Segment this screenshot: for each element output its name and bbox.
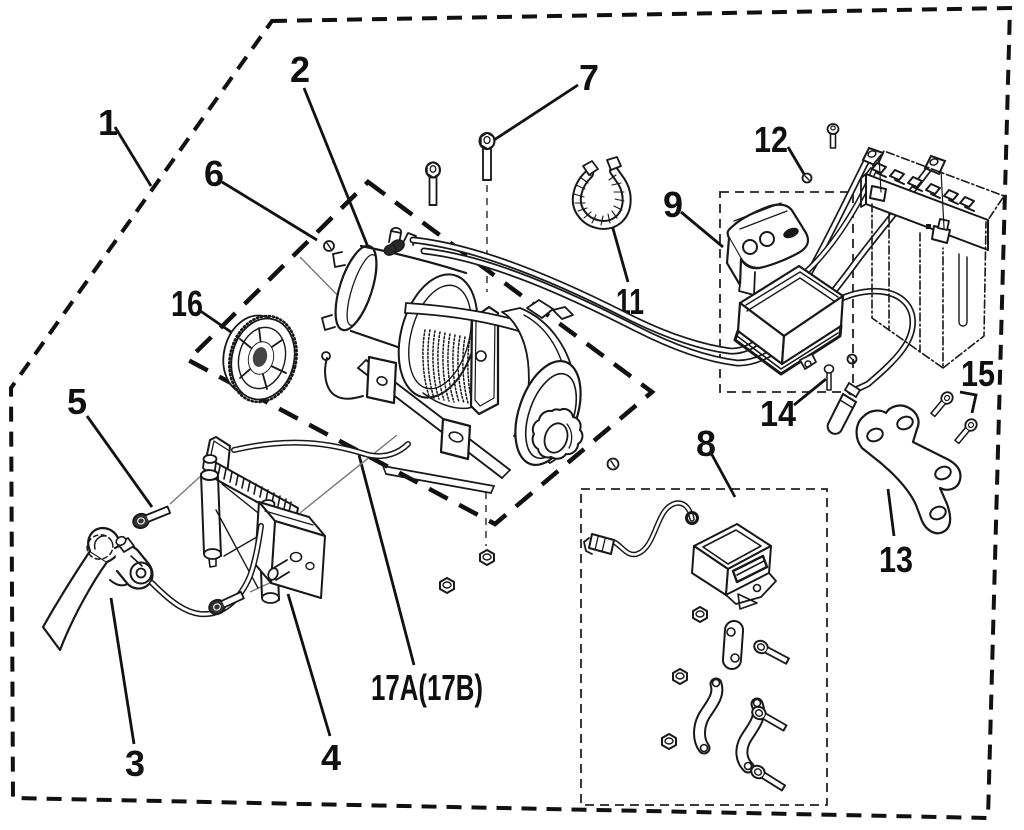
svg-text:15: 15 bbox=[961, 353, 995, 394]
svg-text:5: 5 bbox=[67, 381, 87, 422]
svg-text:6: 6 bbox=[204, 153, 224, 194]
svg-text:12: 12 bbox=[754, 119, 788, 160]
svg-text:3: 3 bbox=[125, 743, 145, 784]
svg-text:2: 2 bbox=[290, 49, 310, 90]
svg-text:13: 13 bbox=[879, 539, 913, 580]
svg-text:1: 1 bbox=[98, 102, 118, 143]
svg-text:7: 7 bbox=[579, 57, 599, 98]
svg-text:17A(17B): 17A(17B) bbox=[371, 667, 483, 708]
svg-text:8: 8 bbox=[696, 423, 716, 464]
svg-text:4: 4 bbox=[321, 737, 341, 778]
svg-text:16: 16 bbox=[171, 283, 203, 324]
svg-text:14: 14 bbox=[760, 393, 796, 434]
svg-text:9: 9 bbox=[663, 184, 683, 225]
